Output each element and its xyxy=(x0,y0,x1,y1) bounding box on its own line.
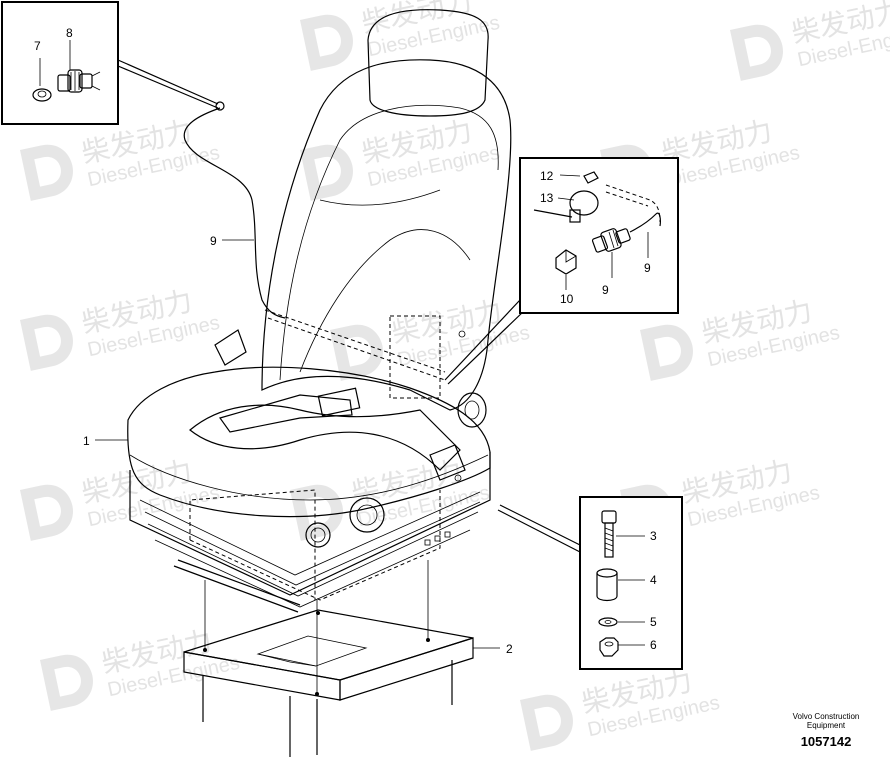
watermark-logo xyxy=(730,24,783,81)
inset-pointers xyxy=(117,59,581,553)
manufacturer-line1: Volvo Construction xyxy=(792,712,860,721)
callout-9: 9 xyxy=(210,234,217,248)
screw-3 xyxy=(601,510,617,558)
fitting-10 xyxy=(591,228,631,253)
watermark-logo xyxy=(40,654,93,711)
watermark-logo xyxy=(290,484,343,541)
watermark-logo xyxy=(20,314,73,371)
callout-3: 3 xyxy=(650,529,657,543)
inset-box-3-6: 3 4 5 6 xyxy=(579,496,683,670)
inset-box-7-8: 7 8 xyxy=(1,1,119,125)
callout-5: 5 xyxy=(650,615,657,629)
callout-4: 4 xyxy=(650,573,657,587)
watermark-logo xyxy=(300,14,353,71)
inset-box-9-13: 12 13 10 9 9 xyxy=(519,157,679,314)
watermark-logo xyxy=(330,324,383,381)
manufacturer-line2: Equipment xyxy=(806,721,846,730)
spacer-4 xyxy=(596,568,618,602)
main-callouts: 1 2 9 xyxy=(83,234,513,656)
figure-number: 1057142 xyxy=(800,734,852,749)
watermark-logo xyxy=(640,324,693,381)
callout-7: 7 xyxy=(34,39,41,53)
seat-cushion xyxy=(127,329,491,518)
callout-11: 10 xyxy=(560,292,574,306)
cap-11 xyxy=(555,249,577,275)
callout-10: 9 xyxy=(602,283,609,297)
seat-backrest xyxy=(261,9,512,428)
cable-9 xyxy=(183,101,286,319)
watermark-logo xyxy=(520,694,573,751)
base-plate xyxy=(183,560,474,757)
callout-6: 6 xyxy=(650,638,657,652)
callout-13: 13 xyxy=(540,191,554,205)
callout-1: 1 xyxy=(83,434,90,448)
washer-5 xyxy=(598,617,618,627)
nut-6 xyxy=(599,637,619,657)
nut-7 xyxy=(32,88,52,102)
seat-suspension xyxy=(129,452,491,613)
cable-9-inset xyxy=(605,184,661,233)
cable-tie-13 xyxy=(533,190,599,223)
callout-12: 12 xyxy=(540,169,554,183)
watermark-logo xyxy=(20,484,73,541)
callout-9-inset: 9 xyxy=(644,261,651,275)
callout-8: 8 xyxy=(66,26,73,40)
callout-2: 2 xyxy=(506,642,513,656)
watermark-logo xyxy=(300,144,353,201)
fitting-8 xyxy=(57,69,101,93)
watermark-logo xyxy=(20,144,73,201)
clip-12 xyxy=(583,171,599,184)
figure-footer: Volvo Construction Equipment 1057142 xyxy=(766,712,886,749)
